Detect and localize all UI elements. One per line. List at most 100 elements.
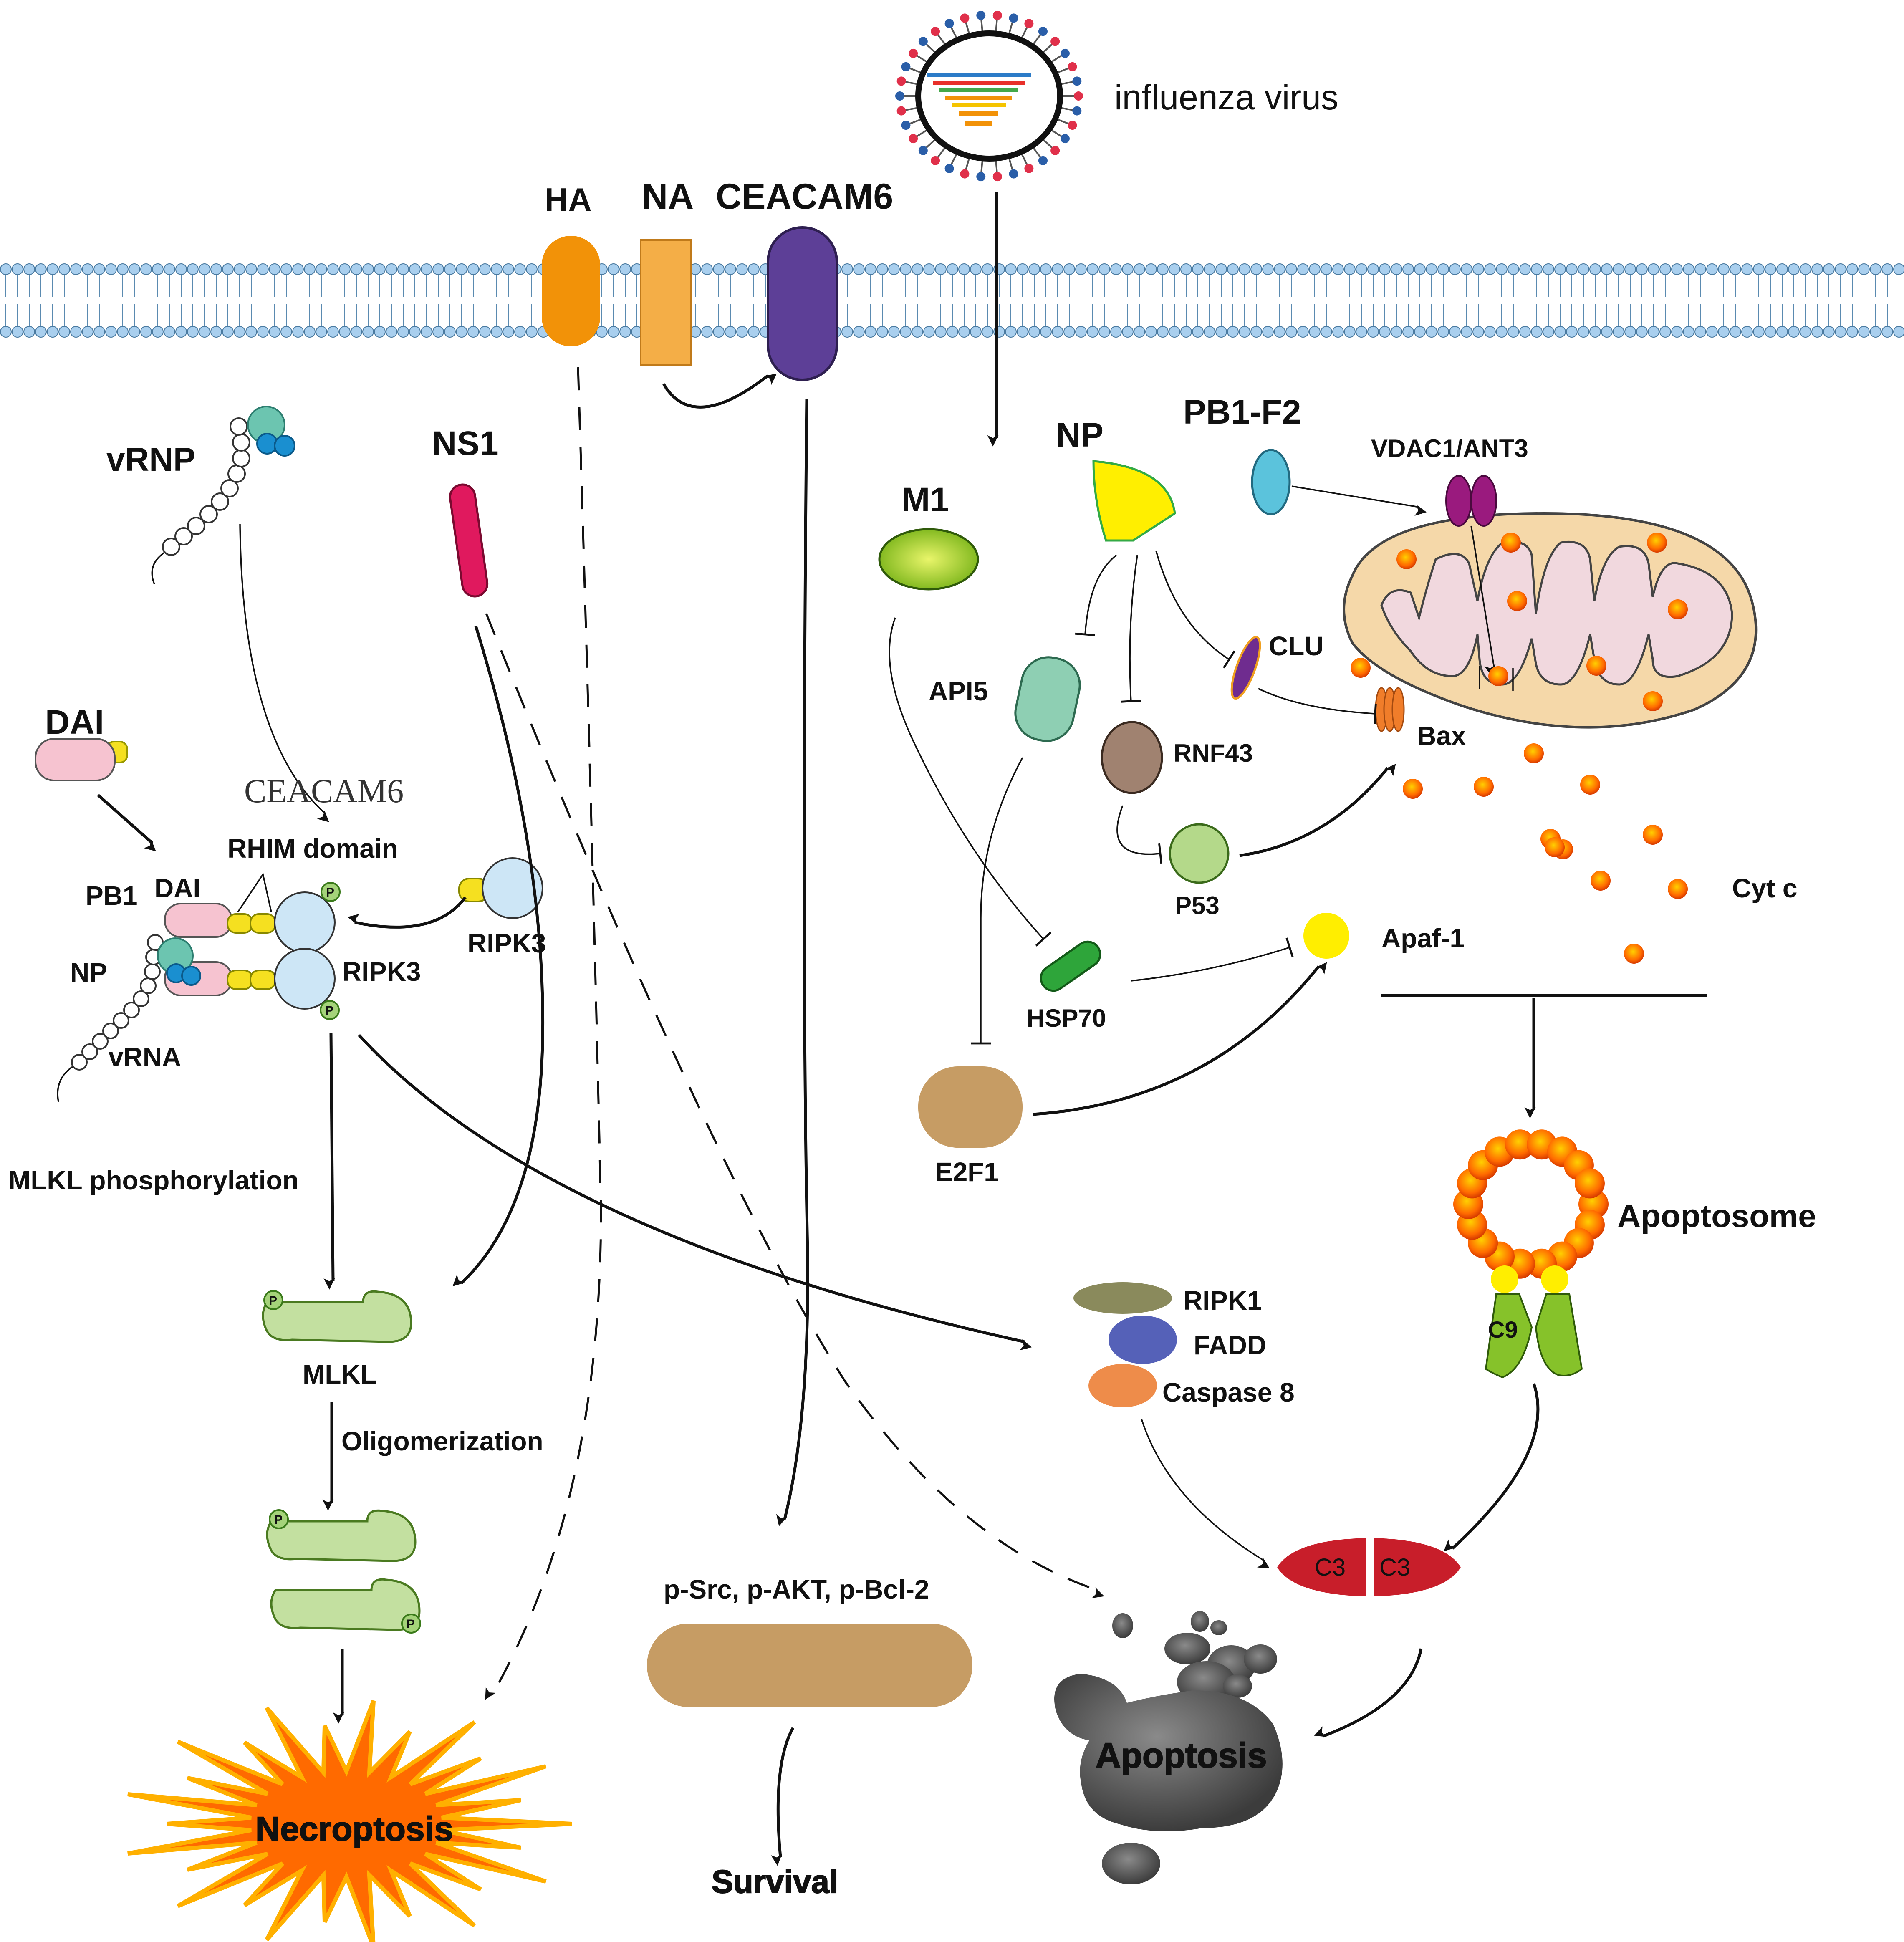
phospho-olig-2: P: [407, 1617, 415, 1631]
vdac-label: VDAC1/ANT3: [1371, 434, 1528, 462]
p53-to-bax-arrow: [1239, 764, 1396, 857]
p53-protein: [1169, 823, 1230, 884]
c9-to-c3-arrow: [1444, 1383, 1540, 1551]
c3-to-apoptosis-arrow: [1314, 1648, 1423, 1738]
pb1f2-label: PB1-F2: [1183, 393, 1301, 431]
clu-inhibits-bax: [1258, 688, 1377, 724]
survival-label: Survival: [712, 1863, 838, 1900]
ns1-label: NS1: [432, 424, 499, 462]
na-label: NA: [642, 177, 694, 217]
apaf1-label: Apaf-1: [1381, 923, 1465, 953]
pb1-label: PB1: [86, 881, 138, 911]
m1-label: M1: [901, 481, 949, 519]
np-right-label: NP: [1056, 416, 1104, 454]
vrnp-label: vRNP: [106, 441, 195, 478]
dai-complex-label: DAI: [154, 873, 200, 903]
fadd-protein: [1109, 1316, 1177, 1364]
e2f1-to-apaf1-arrow: [1033, 962, 1327, 1116]
mlkl-label: MLKL: [303, 1359, 377, 1389]
survival-bar: [647, 1624, 972, 1707]
na-protein: [640, 239, 692, 366]
apoptosome-ring: [1453, 1129, 1609, 1279]
clu-label: CLU: [1269, 631, 1324, 661]
influenza-virus: [895, 10, 1083, 182]
phospho-mlkl: P: [269, 1294, 277, 1308]
viral-rna-segments-icon: [927, 73, 1031, 126]
dai-to-complex-arrow: [97, 794, 156, 851]
na-to-ceacam6-arrow: [662, 373, 777, 409]
mlkl-phosphorylation-label: MLKL phosphorylation: [8, 1165, 299, 1195]
necroptosis-burst-icon: [127, 1700, 572, 1942]
vdac-to-cytc-arrow: [1470, 525, 1496, 677]
phospho-1: P: [326, 886, 334, 899]
pb1f2-protein: [1251, 449, 1291, 515]
ha-protein: [542, 236, 600, 346]
ns1-protein: [449, 483, 489, 598]
ripk3-free-protein: [458, 857, 543, 919]
hsp70-protein: [1040, 940, 1101, 992]
caspase8-to-c3-arrow: [1141, 1419, 1270, 1568]
ripk3-free-label: RIPK3: [467, 928, 546, 958]
caspase9-dimer: [1485, 1265, 1583, 1379]
bar-to-survival-arrow: [770, 1727, 795, 1866]
e2f1-protein: [918, 1066, 1023, 1148]
cell-membrane: [0, 263, 1904, 338]
rnf43-protein: [1101, 721, 1163, 794]
mitochondrion: [1343, 512, 1758, 729]
np-inhibits-clu: [1155, 551, 1235, 669]
cytc-label: Cyt c: [1732, 873, 1798, 903]
mlkl-protein: [262, 1290, 412, 1343]
apoptosis-label: Apoptosis: [1096, 1736, 1267, 1775]
hsp70-label: HSP70: [1027, 1004, 1106, 1032]
ripk3-to-mlkl-arrow: [323, 1033, 335, 1290]
rnf43-inhibits-p53: [1116, 805, 1162, 864]
oligomerization-label: Oligomerization: [341, 1426, 543, 1456]
ripk3-recruit-arrow: [347, 896, 467, 929]
ceacam6-top-label: CEACAM6: [716, 177, 893, 217]
m1-protein: [878, 528, 979, 591]
bax-label: Bax: [1417, 721, 1466, 751]
apaf1-protein: [1303, 913, 1349, 959]
pb1f2-to-vdac-arrow: [1291, 485, 1427, 516]
api5-protein: [1014, 656, 1081, 742]
c9-label: C9: [1488, 1316, 1518, 1343]
rhim-domain-label: RHIM domain: [227, 833, 398, 864]
ceacam6-protein: [767, 226, 838, 381]
dai-protein: [35, 738, 128, 781]
dai-label: DAI: [45, 703, 104, 741]
cytochrome-c-particles: [1351, 533, 1688, 964]
ripk3-to-ripk1-arrow: [358, 1034, 1032, 1351]
ceacam6-mid-label: CEACAM6: [244, 773, 404, 810]
phospho-olig-1: P: [274, 1513, 283, 1527]
phospho-2: P: [325, 1004, 333, 1018]
ns1-to-mlkl-arrow: [452, 625, 545, 1287]
ceacam6-to-survival-arrow: [776, 398, 809, 1527]
np-left-label: NP: [70, 957, 107, 987]
api5-label: API5: [929, 676, 988, 706]
ha-label: HA: [545, 181, 592, 218]
np-inhibits-api5: [1075, 554, 1117, 636]
m1-inhibits-hsp70: [889, 617, 1052, 947]
mlkl-oligomer: [266, 1509, 421, 1634]
api5-inhibits-e2f1: [971, 757, 1023, 1045]
apoptotic-body-icon: [1054, 1611, 1283, 1884]
clu-protein: [1230, 636, 1261, 700]
caspase3-dimer: [1277, 1538, 1461, 1596]
ripk1-protein: [1073, 1282, 1172, 1314]
necroptosis-label: Necroptosis: [255, 1810, 453, 1848]
rnf43-label: RNF43: [1174, 739, 1253, 767]
caspase8-label: Caspase 8: [1162, 1377, 1295, 1407]
rhim-pointer-line: [237, 872, 272, 912]
np-inhibits-rnf43: [1121, 555, 1141, 703]
apoptosome-label: Apoptosome: [1617, 1197, 1816, 1234]
hsp70-inhibits-apaf1: [1131, 937, 1294, 982]
ha-to-necroptosis-dashed-arrow: [485, 367, 602, 1700]
ripk3-complex-label: RIPK3: [342, 957, 421, 987]
c3-right-label: C3: [1379, 1554, 1410, 1581]
np-protein: [1092, 460, 1176, 542]
vrna-label: vRNA: [109, 1042, 181, 1072]
fadd-label: FADD: [1194, 1330, 1266, 1360]
caspase8-protein: [1088, 1364, 1157, 1407]
vrnp-icon: [151, 406, 295, 585]
